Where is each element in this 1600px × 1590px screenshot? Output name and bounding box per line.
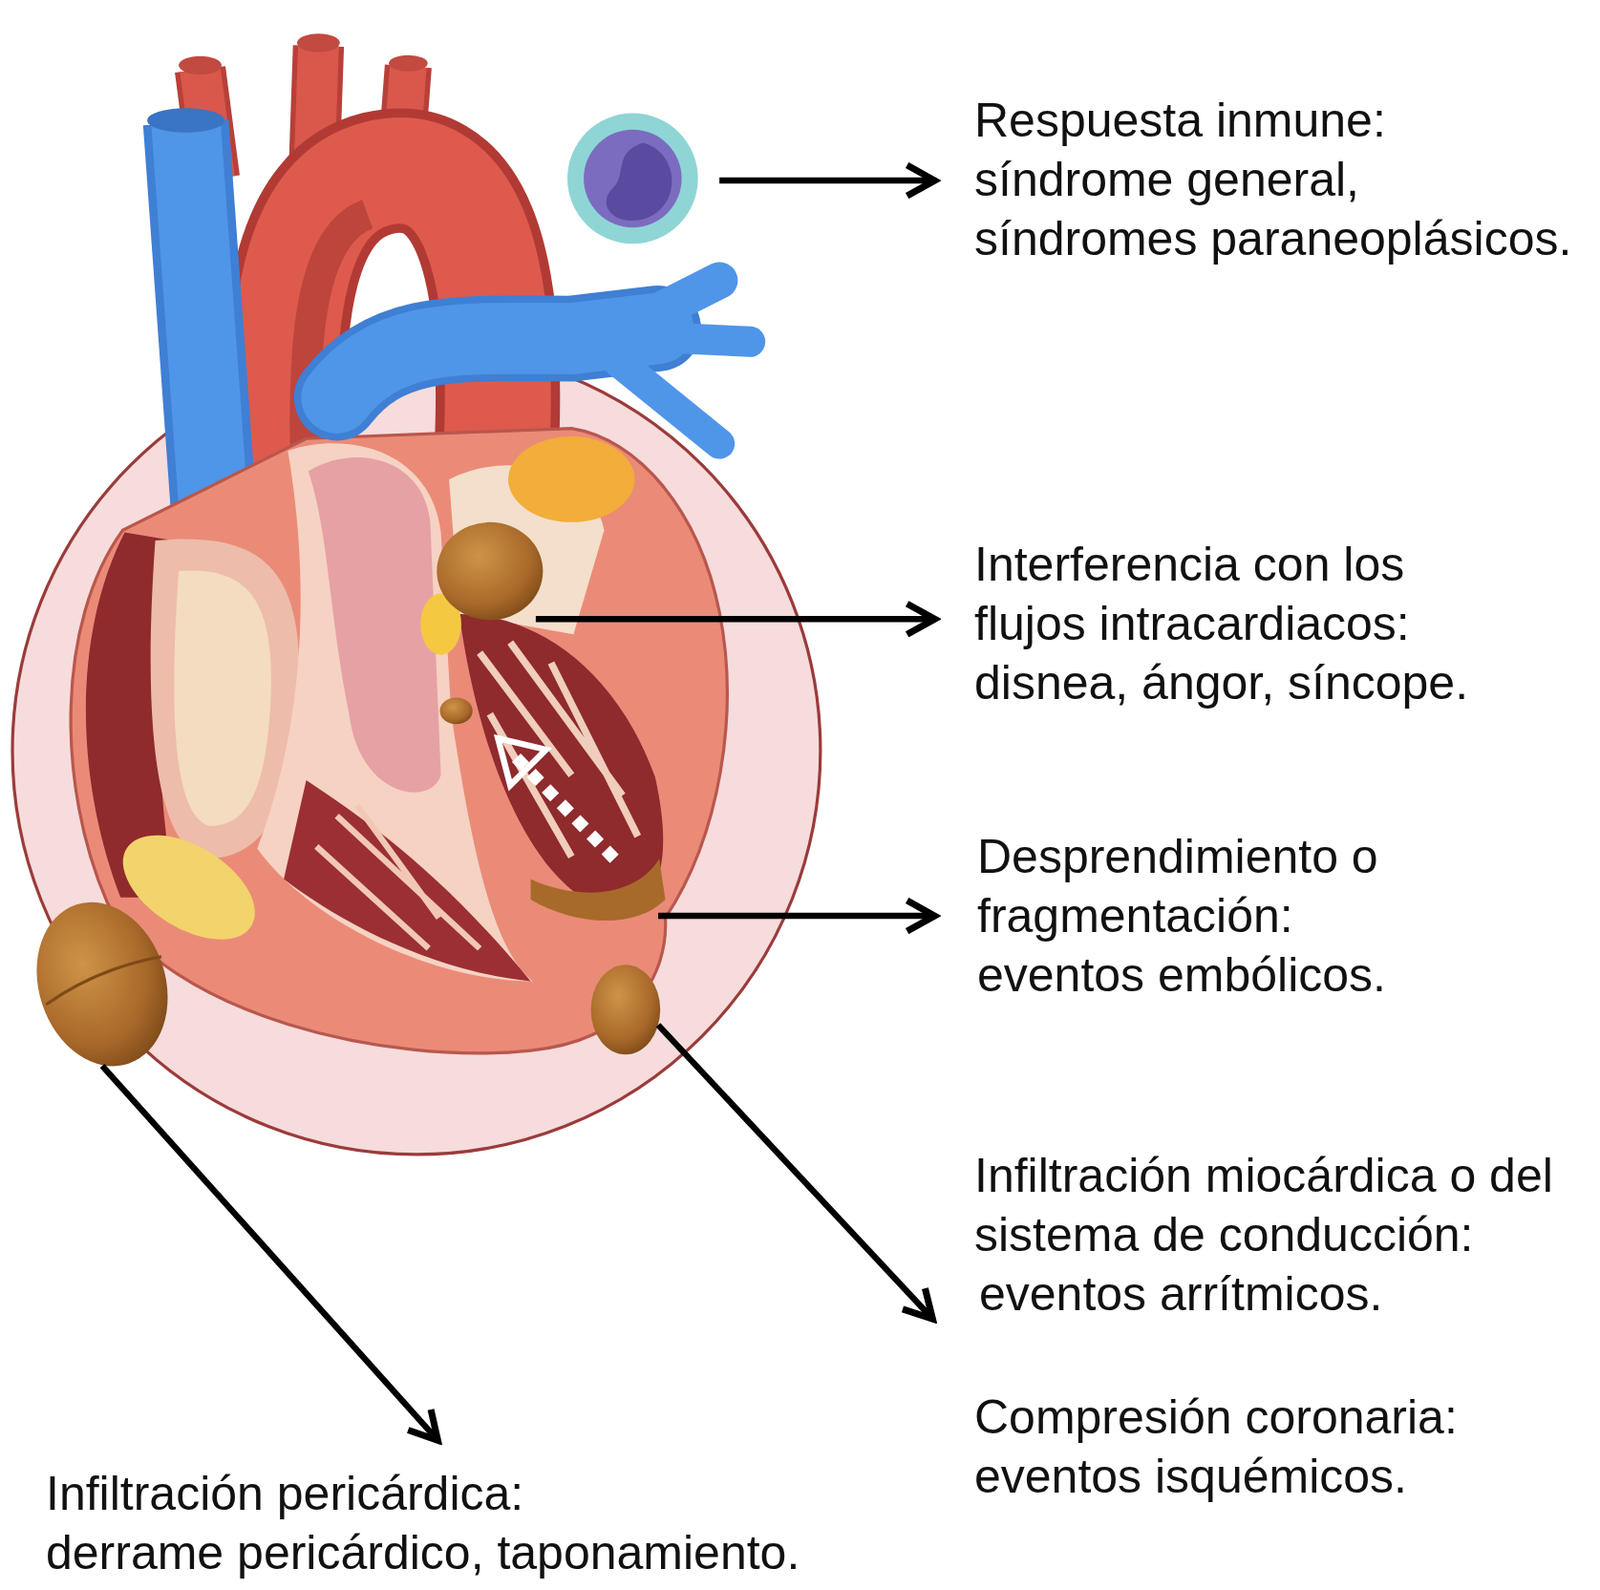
tumor-mass xyxy=(591,964,662,1055)
annotation-heading: Infiltración miocárdica o del sistema de… xyxy=(974,1146,1572,1265)
pulmonary-branch xyxy=(642,336,750,342)
annotation-text: derrame pericárdico, taponamiento. xyxy=(45,1523,849,1583)
annotation-heading: Desprendimiento o fragmentación: xyxy=(977,827,1436,946)
vessel-lumen xyxy=(297,33,341,52)
annotation-heading: Infiltración pericárdica: xyxy=(45,1464,849,1524)
vessel-lumen xyxy=(178,56,222,75)
annotation-heading: Compresión coronaria: xyxy=(974,1387,1510,1448)
tumor-line xyxy=(45,957,162,1005)
pericardium-circle xyxy=(12,346,821,1155)
annotation-text: eventos isquémicos. xyxy=(974,1447,1510,1507)
right-atrium-inner xyxy=(173,571,272,827)
trabeculae xyxy=(283,780,531,982)
fat-tissue xyxy=(508,436,635,523)
annotation-heading: Interferencia con los flujos intracardia… xyxy=(974,534,1495,654)
ventricular-mass xyxy=(531,858,666,921)
tumor-mass xyxy=(439,698,472,726)
lymphocyte-nucleus xyxy=(606,143,673,222)
pulmonary-branch xyxy=(612,357,720,445)
leader-arrow xyxy=(658,1024,931,1317)
leader-arrow xyxy=(719,177,932,184)
leader-arrow xyxy=(535,616,932,622)
lymphocyte xyxy=(567,113,699,245)
annotation-text: eventos embólicos. xyxy=(977,945,1436,1005)
annotation-text: síndrome general, síndromes paraneoplási… xyxy=(974,149,1586,269)
left-ventricle xyxy=(459,614,663,911)
vessel-lumen xyxy=(388,55,428,72)
lymphocyte-cell xyxy=(583,129,683,229)
trabeculae-strands xyxy=(316,806,480,950)
tumor-mass xyxy=(16,885,189,1085)
tumor-mass xyxy=(436,522,543,621)
annotation-text: eventos arrítmicos. xyxy=(979,1264,1577,1324)
leader-arrow xyxy=(102,1066,436,1439)
annotation-text: disnea, ángor, síncope. xyxy=(974,653,1495,713)
leader-arrow xyxy=(658,913,932,919)
heart-body xyxy=(70,428,727,1054)
vessel-lumen xyxy=(147,107,225,133)
pulmonary-branch xyxy=(632,280,720,325)
flow-arrowhead xyxy=(497,738,546,786)
flow-arrow xyxy=(515,756,616,859)
annotation-heading: Respuesta inmune: xyxy=(974,90,1586,150)
trabeculae-strands xyxy=(479,642,639,857)
